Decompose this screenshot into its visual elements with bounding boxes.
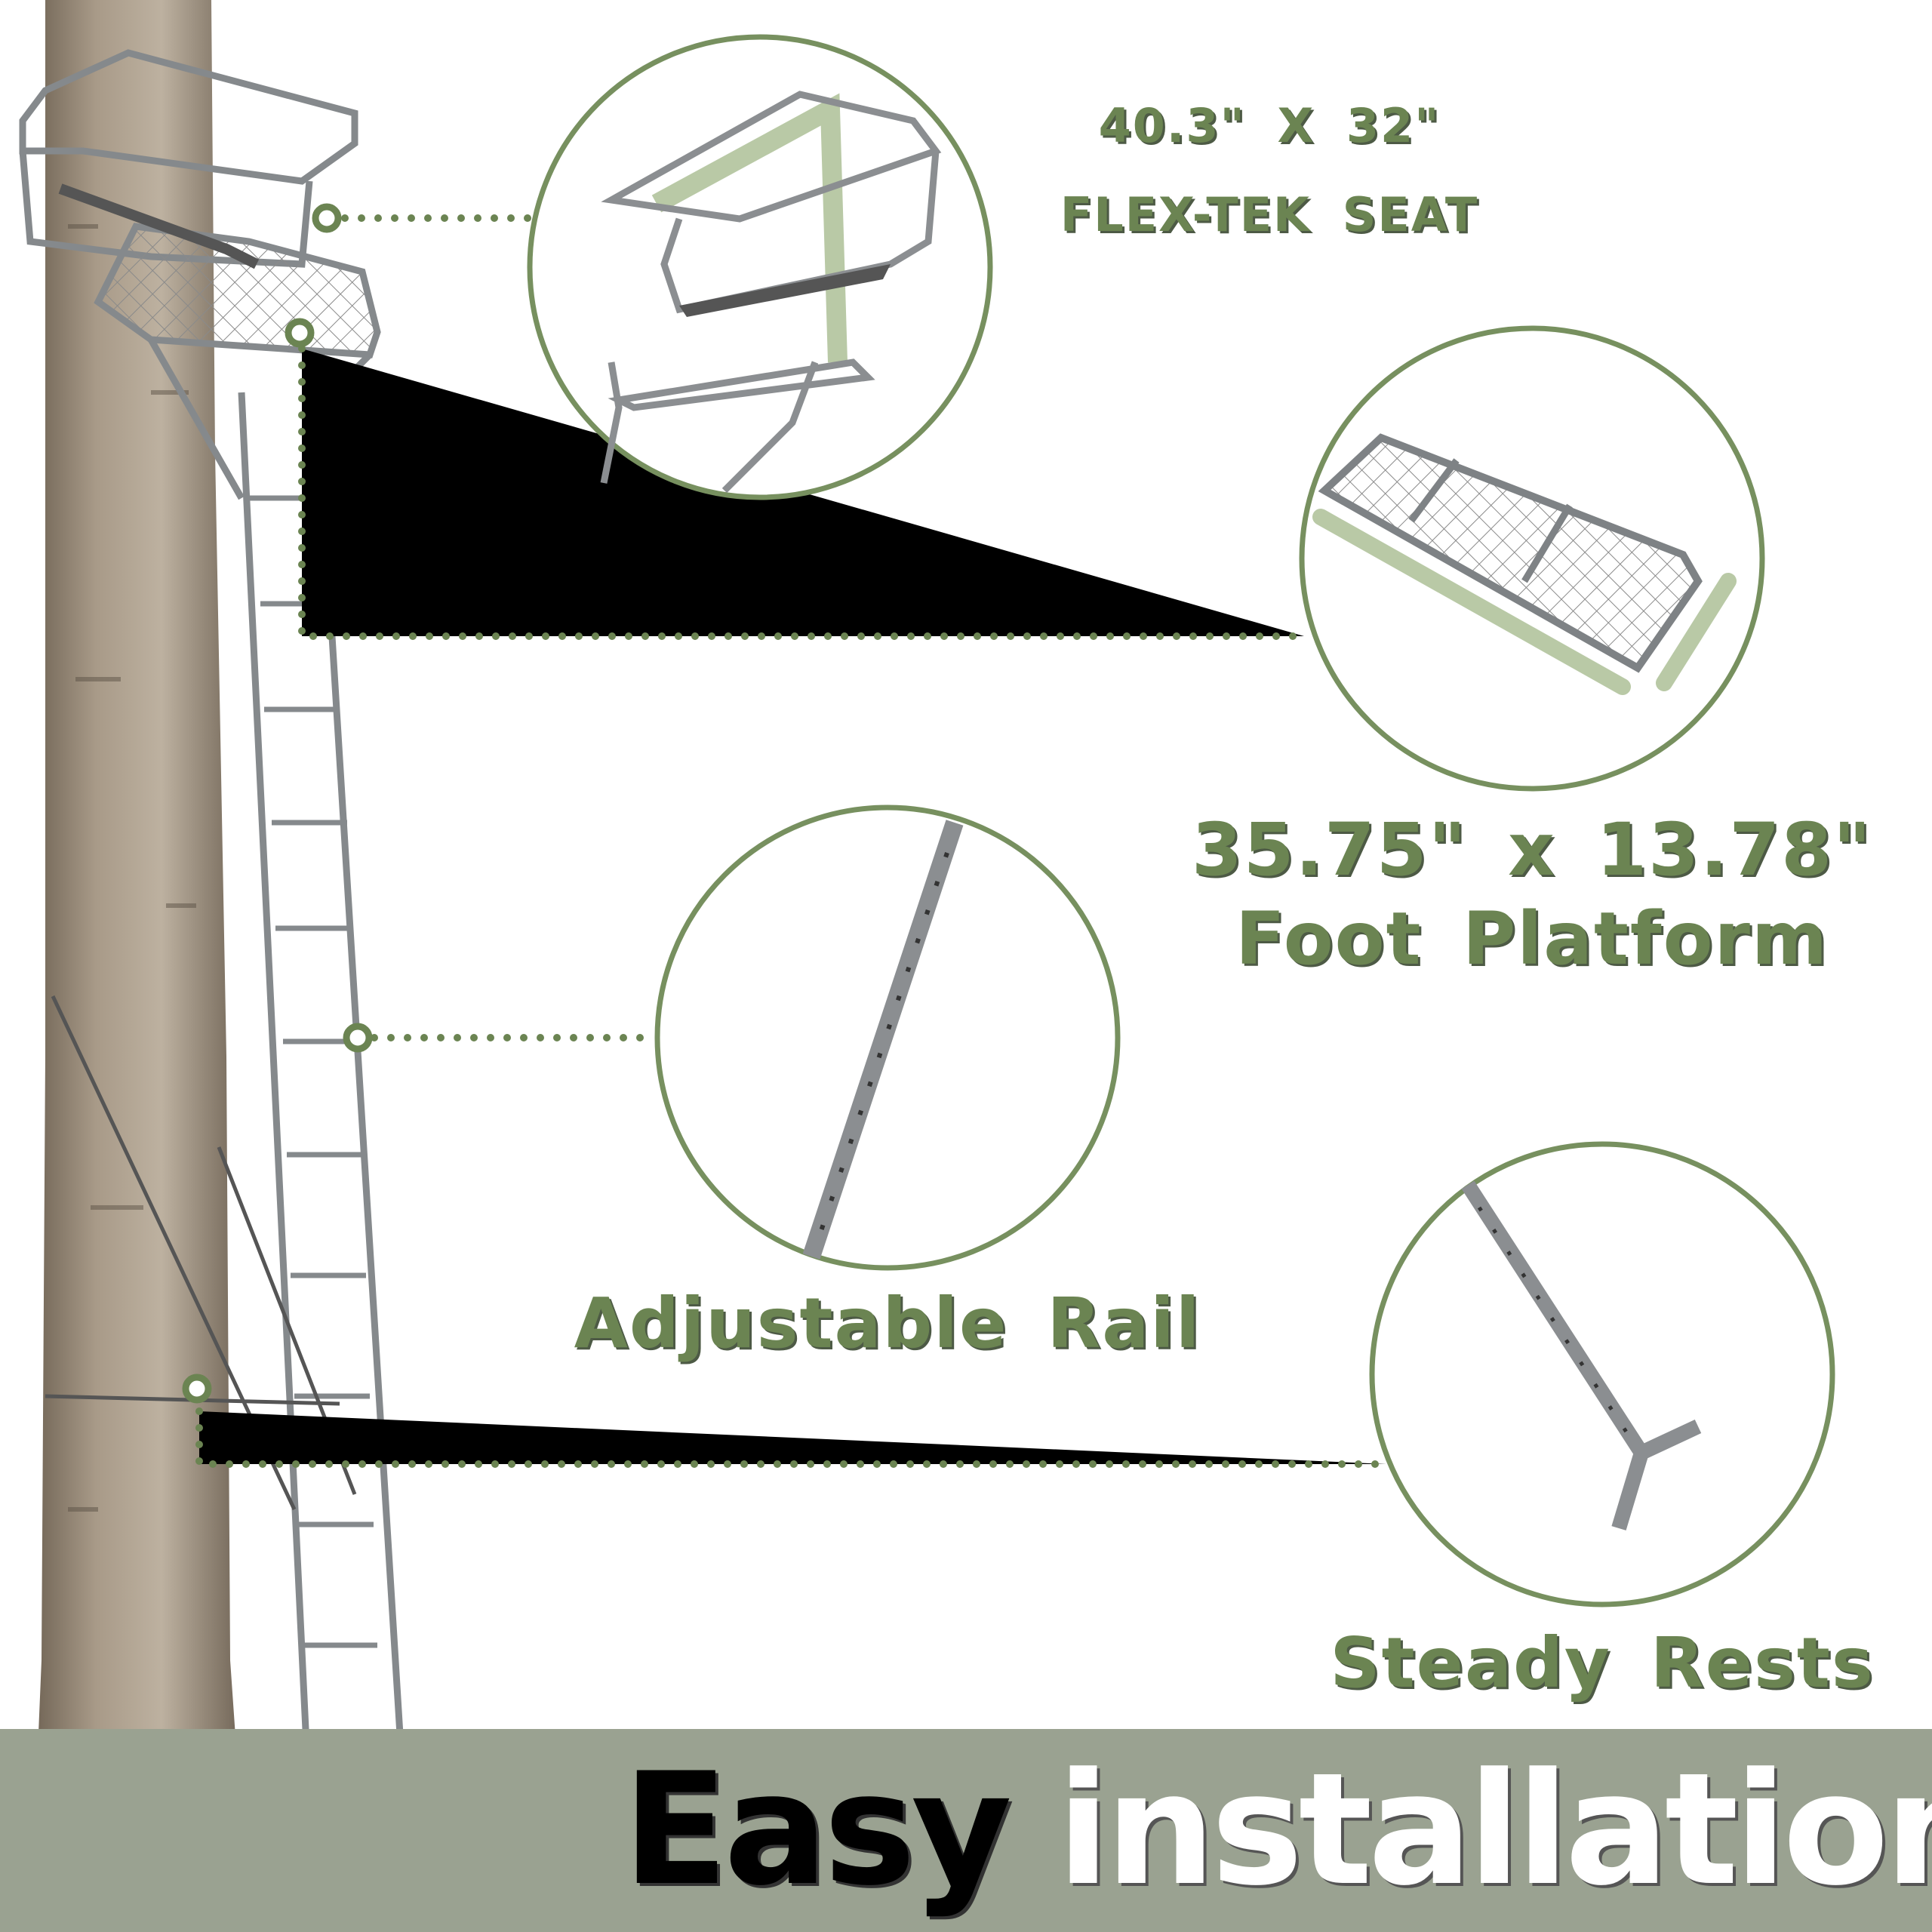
detail-circle-seat: [527, 34, 993, 500]
banner-word-installation: installation: [1057, 1740, 1932, 1920]
rests-label: Steady Rests: [1330, 1623, 1875, 1703]
banner-headline: Easy installation: [623, 1736, 1932, 1924]
marker-rests: [182, 1374, 212, 1404]
tree-trunk: [30, 0, 249, 1932]
detail-circle-rests: [1369, 1141, 1835, 1607]
marker-seat: [312, 203, 342, 233]
connector-rests: [195, 1407, 1390, 1468]
platform-dimensions: 35.75" x 13.78": [1191, 808, 1873, 892]
marker-rail: [343, 1023, 373, 1053]
seat-name: FLEX-TEK SEAT: [1060, 187, 1479, 242]
banner-band: [0, 1729, 1932, 1932]
detail-circle-rail: [654, 804, 1121, 1271]
banner-word-easy: Easy: [623, 1740, 1012, 1920]
detail-circle-platform: [1299, 325, 1765, 792]
marker-platform: [285, 318, 315, 348]
connector-markers: [182, 203, 373, 1404]
seat-dimensions: 40.3" X 32": [1098, 98, 1441, 153]
rail-label: Adjustable Rail: [574, 1283, 1201, 1364]
platform-name: Foot Platform: [1235, 897, 1829, 981]
